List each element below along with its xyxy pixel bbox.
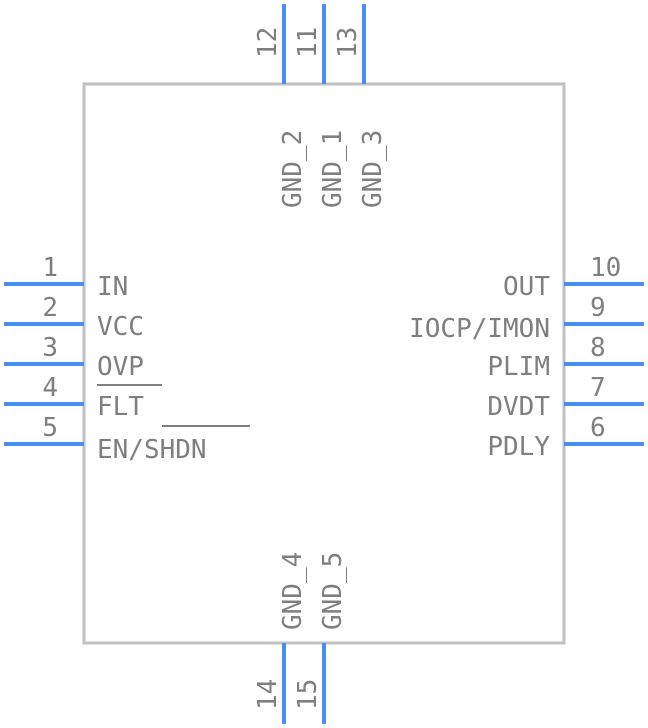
pin-name-6: PDLY (487, 432, 550, 462)
pin-number-3: 3 (42, 333, 58, 363)
pin-name-9: IOCP/IMON (409, 314, 550, 344)
pin-name-1: IN (97, 272, 128, 302)
pin-name-4: FLT (97, 392, 144, 422)
pin-number-8: 8 (590, 333, 606, 363)
pin-name-3: OVP (97, 352, 144, 382)
pin-number-15: 15 (293, 679, 323, 710)
pin-number-12: 12 (253, 27, 283, 58)
pin-number-9: 9 (590, 293, 606, 323)
pin-number-4: 4 (42, 373, 58, 403)
pin-number-11: 11 (293, 27, 323, 58)
pin-name-7: DVDT (487, 392, 550, 422)
pin-number-7: 7 (590, 373, 606, 403)
pin-name-8: PLIM (487, 352, 550, 382)
pin-name-12: GND_2 (278, 130, 308, 208)
pin-number-2: 2 (42, 293, 58, 323)
pin-number-1: 1 (42, 253, 58, 283)
pin-name-5: EN/SHDN (97, 435, 207, 465)
pin-number-10: 10 (590, 253, 621, 283)
pin-name-15: GND_5 (318, 552, 348, 630)
pin-name-13: GND_3 (358, 130, 388, 208)
pin-number-6: 6 (590, 413, 606, 443)
pin-number-13: 13 (333, 27, 363, 58)
pin-number-5: 5 (42, 413, 58, 443)
pin-name-2: VCC (97, 312, 144, 342)
pin-name-10: OUT (503, 272, 550, 302)
pin-name-11: GND_1 (318, 130, 348, 208)
pin-number-14: 14 (253, 679, 283, 710)
pin-name-14: GND_4 (278, 552, 308, 630)
ic-body (82, 82, 566, 645)
